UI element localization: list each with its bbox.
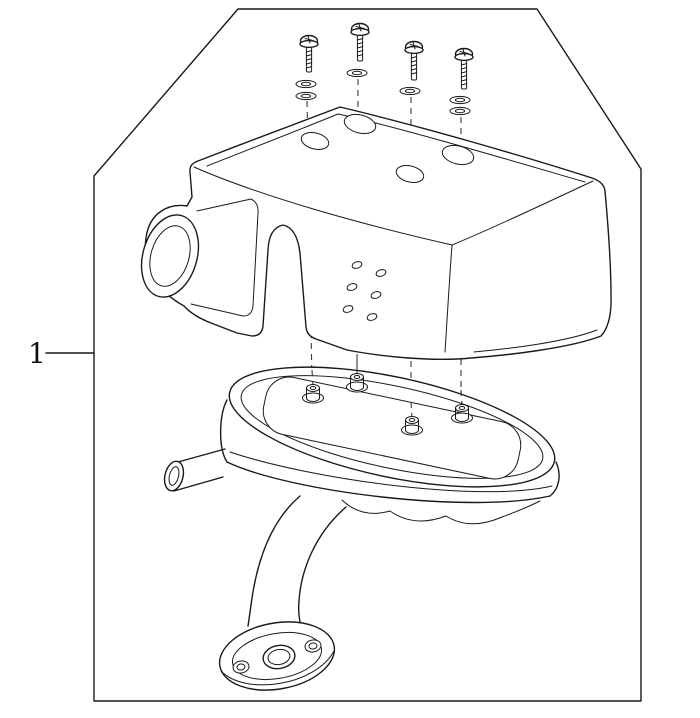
- mounting-post-3: [401, 416, 423, 436]
- diagram-border: [93, 8, 642, 702]
- washer-1a: [295, 79, 317, 89]
- flange-bolt-hole-left: [232, 660, 250, 674]
- callout: 1: [28, 337, 95, 370]
- mounting-post-4: [451, 404, 473, 424]
- phillips-recess-icon: [304, 35, 314, 44]
- muffler-top-panel: [262, 376, 522, 480]
- cover-hole-1: [300, 132, 330, 150]
- cover-hole-3: [395, 165, 425, 183]
- flange-thickness-edge: [220, 650, 335, 686]
- washer-3: [399, 86, 421, 96]
- cover-front-corner-edge: [444, 244, 453, 353]
- washer-1b: [295, 91, 317, 101]
- phillips-recess-icon: [459, 48, 469, 57]
- screw-1: [299, 34, 319, 73]
- spout-bracket: [190, 198, 259, 317]
- phillips-recess-icon: [409, 41, 419, 50]
- cover-top-face-edge-right: [451, 180, 594, 246]
- cover-silhouette: [144, 106, 612, 360]
- phillips-recess-icon: [355, 23, 365, 32]
- flange-bolt-hole-right: [304, 639, 322, 653]
- inlet-pipe-stub: [163, 448, 226, 492]
- screw-2: [350, 22, 370, 62]
- cover-bottom-inner-line: [473, 329, 598, 353]
- muffler-seam-line: [229, 451, 553, 493]
- heat-shield-cover: [140, 106, 612, 360]
- outlet-spout-bore: [149, 225, 191, 287]
- cover-hole-4: [441, 144, 475, 166]
- washer-4b: [449, 106, 471, 116]
- callout-1-label: 1: [28, 337, 46, 370]
- exhaust-downpipe: [247, 495, 347, 627]
- louver-vents: [342, 261, 387, 321]
- cover-top-face-edge-left: [193, 166, 453, 246]
- fasteners: [295, 22, 474, 116]
- mounting-post-1: [302, 384, 324, 404]
- cover-mounting-holes: [300, 113, 475, 183]
- flange-inner-face: [232, 632, 322, 680]
- washer-4a: [449, 95, 471, 105]
- outlet-flange: [218, 621, 336, 691]
- cover-hole-2: [343, 113, 377, 135]
- muffler-bottom-edge: [226, 461, 551, 504]
- muffler-lower-bracket: [341, 499, 541, 525]
- muffler-top-rim-inner: [240, 375, 544, 479]
- outlet-spout-face: [140, 214, 200, 298]
- mounting-post-2: [346, 373, 368, 393]
- washer-2: [346, 68, 368, 78]
- muffler-body: [163, 366, 560, 691]
- mounting-posts: [302, 373, 473, 436]
- muffler-left-cap: [219, 399, 228, 463]
- screw-4: [454, 47, 474, 90]
- muffler-right-cap: [549, 461, 560, 497]
- assembly-guide-tips: [311, 360, 463, 419]
- screw-3: [404, 40, 424, 81]
